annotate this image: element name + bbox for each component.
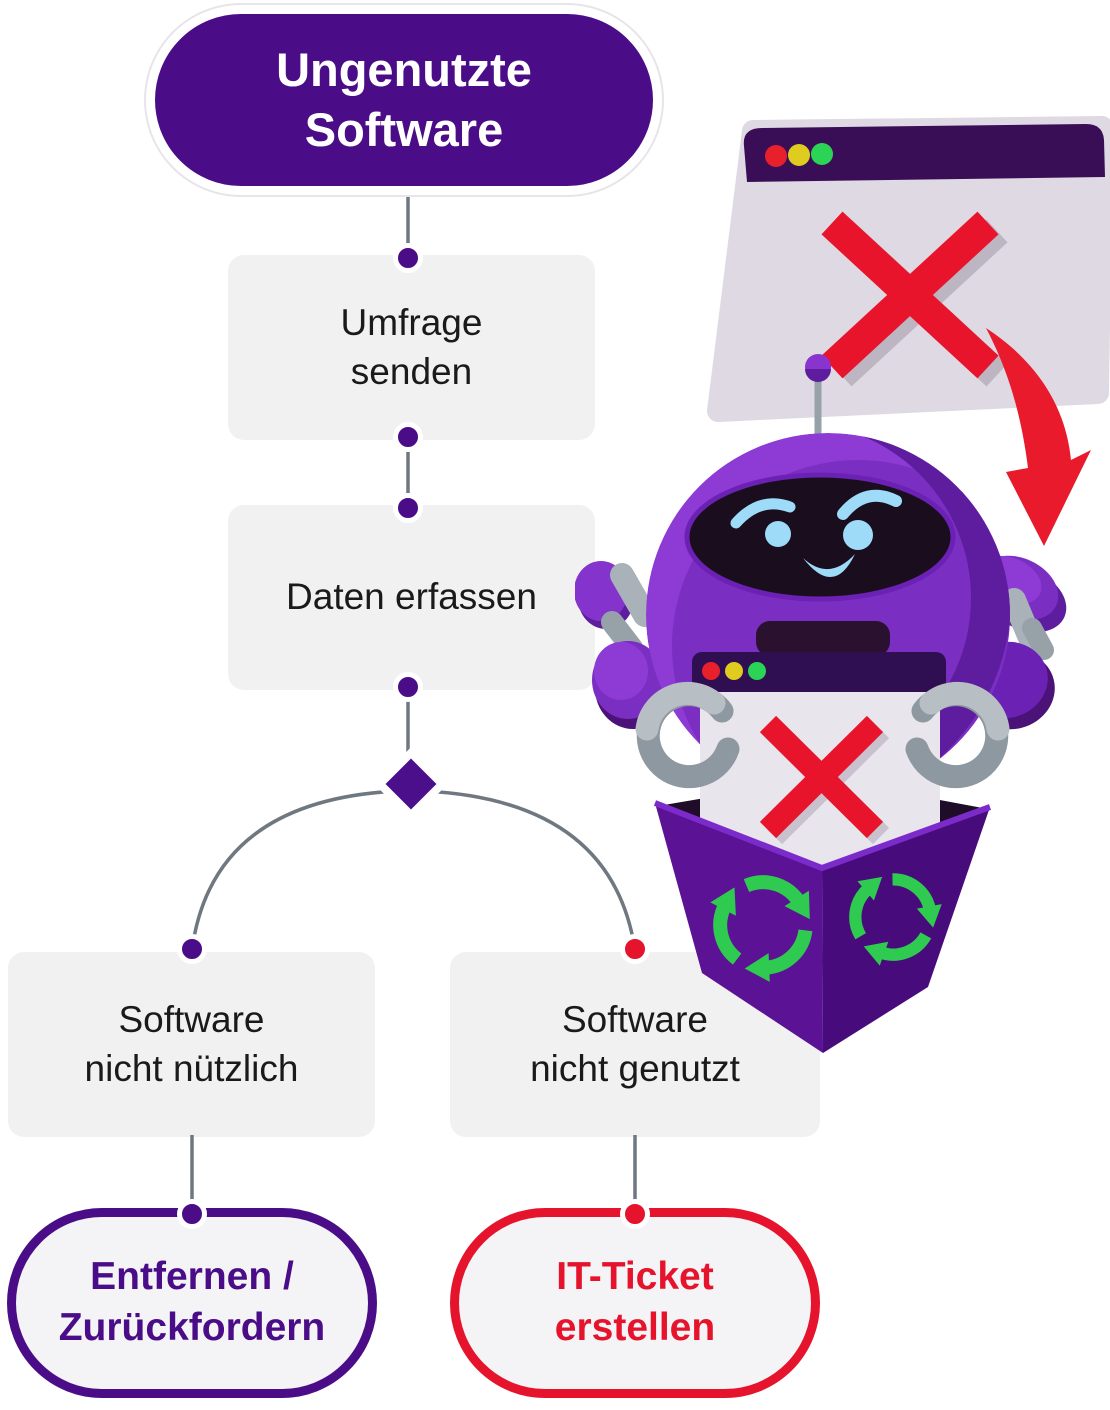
right-eyebrow (837, 489, 902, 520)
robot-head (646, 433, 1010, 797)
traffic-light-buttons-icon (702, 662, 766, 680)
robot-right-arm (964, 555, 1067, 730)
robot-left-claw (647, 693, 728, 776)
smile (803, 554, 855, 578)
window-titlebar (743, 124, 1105, 182)
traffic-light-buttons-icon (765, 143, 833, 167)
condition-node-software-nicht-nuetzlich: Software nicht nützlich (8, 952, 375, 1137)
red-x-icon (821, 211, 1008, 387)
right-eye (843, 520, 873, 550)
robot-face (730, 489, 902, 578)
recycle-bin-opening (658, 778, 988, 864)
robot-mascot (575, 354, 1067, 797)
branch-curve-left (190, 789, 399, 951)
red-x-icon (759, 715, 890, 845)
robot-illustration (575, 116, 1110, 1053)
branch-curve-right (423, 789, 637, 951)
action-node-entfernen-zurueckfordern: Entfernen / Zurückfordern (7, 1208, 377, 1398)
robot-antenna (787, 354, 849, 466)
curved-arrow-icon (986, 328, 1091, 546)
left-eye (765, 521, 791, 547)
robot-mouth-slot (756, 621, 890, 656)
browser-window-large (707, 116, 1110, 422)
step-node-daten-erfassen: Daten erfassen (228, 505, 595, 690)
condition-node-software-nicht-genutzt: Software nicht genutzt (450, 952, 820, 1137)
robot-face-visor (684, 472, 956, 602)
left-eyebrow (730, 498, 796, 529)
step-node-umfrage-senden: Umfrage senden (228, 255, 595, 440)
recycle-symbol-icon (828, 867, 945, 983)
action-node-it-ticket-erstellen: IT-Ticket erstellen (450, 1208, 820, 1398)
browser-window-small (692, 652, 946, 880)
decision-diamond (374, 747, 448, 821)
start-node-ungenutzte-software: Ungenutzte Software (146, 5, 662, 195)
robot-right-claw (917, 693, 998, 776)
